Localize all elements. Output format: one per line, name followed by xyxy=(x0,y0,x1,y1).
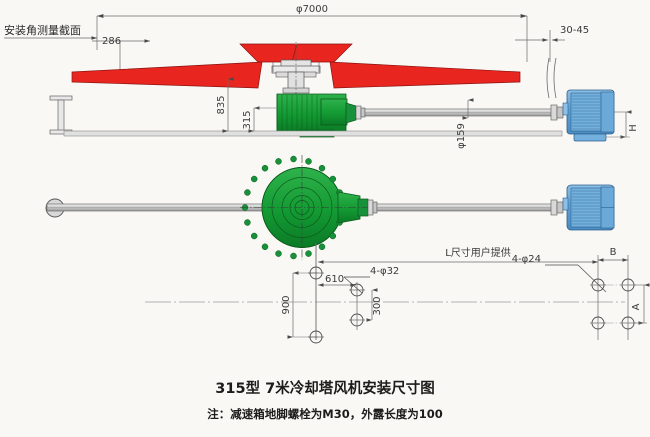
shaft-diameter-dimension: φ159 xyxy=(456,98,474,149)
shaft-height-value: 315 xyxy=(242,110,253,129)
elevation-view: H 30-45 835 315 xyxy=(49,25,639,149)
motor-height-value: H xyxy=(628,124,639,132)
blade-root-width-value: 286 xyxy=(102,36,121,47)
shaft-height-dimension: 315 xyxy=(242,106,278,133)
motor-bolt-spec: 4-φ24 xyxy=(512,254,607,293)
plan-view xyxy=(45,155,615,260)
span-900-value: 900 xyxy=(281,295,292,314)
shaft-diameter-value: φ159 xyxy=(456,123,467,149)
gearbox-bolt-spec-value: 4-φ32 xyxy=(370,266,399,277)
B-dimension: B xyxy=(598,247,628,262)
motor-elevation xyxy=(562,89,615,142)
fan-hub-assembly xyxy=(271,42,321,96)
A-dimension: A xyxy=(631,283,650,325)
A-dimension-value: A xyxy=(631,303,642,310)
offset-610-dimension: 610 xyxy=(318,274,356,287)
overall-diameter-value: φ7000 xyxy=(296,4,328,15)
plan-coupling-left xyxy=(367,199,378,216)
break-line-symbol xyxy=(546,57,557,99)
drawing-title: 315型 7米冷却塔风机安装尺寸图 xyxy=(215,379,434,397)
gearbox-plan xyxy=(240,155,372,260)
blade-height-dimension: 835 xyxy=(216,77,234,133)
plan-coupling-right xyxy=(550,199,564,216)
section-label-text: 安装角测量截面 xyxy=(4,23,81,37)
motor-coupling-elevation xyxy=(550,104,564,121)
gearbox-coupling xyxy=(355,105,366,120)
hub-fairing-right xyxy=(291,43,353,63)
blade-height-value: 835 xyxy=(216,95,227,114)
tip-clearance-value: 30-45 xyxy=(560,25,589,36)
overall-diameter-dimension: φ7000 xyxy=(96,4,528,62)
spacing-300-value: 300 xyxy=(372,296,383,315)
tip-clearance-dimension: 30-45 xyxy=(515,25,589,62)
gearbox-bolt-spec: 4-φ32 xyxy=(343,266,399,294)
install-angle-section-label: 安装角测量截面 xyxy=(4,23,97,40)
drawing-note: 注：减速箱地脚螺栓为M30，外露长度为100 xyxy=(207,407,442,421)
gearbox-elevation xyxy=(276,93,357,138)
motor-plan xyxy=(562,184,615,231)
spacing-300-dimension: 300 xyxy=(366,288,383,322)
motor-height-dimension: H xyxy=(606,110,639,139)
motor-bolt-spec-value: 4-φ24 xyxy=(512,254,541,265)
L-dimension-note: L尺寸用户提供 xyxy=(445,246,511,259)
offset-610-value: 610 xyxy=(325,274,344,285)
fan-blade-left xyxy=(71,61,263,89)
L-dimension: L尺寸用户提供 xyxy=(318,246,598,264)
fan-blade-right xyxy=(329,61,521,89)
foundation-bolt-layout: L尺寸用户提供 900 610 4-φ32 xyxy=(145,243,650,344)
B-dimension-value: B xyxy=(610,247,617,258)
support-structure-elevation xyxy=(49,95,563,137)
